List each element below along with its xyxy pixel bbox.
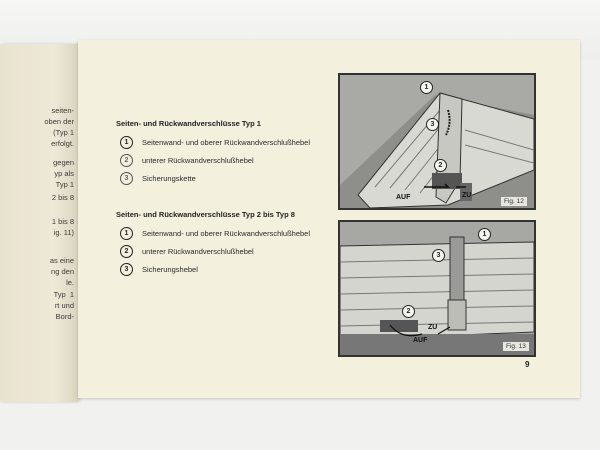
left-line: le. bbox=[66, 278, 74, 287]
legend-label: Seitenwand- und oberer Rückwandverschluß… bbox=[142, 138, 311, 147]
figure-13: 1 3 2 AUF ZU Fig. 13 bbox=[338, 220, 536, 357]
legend-item: 2 unterer Rückwandverschlußhebel bbox=[120, 154, 254, 167]
figure-caption: Fig. 12 bbox=[501, 197, 527, 206]
legend-item: 3 Sicherungskette bbox=[120, 172, 196, 185]
callout-2: 2 bbox=[434, 159, 447, 172]
figure-12: 1 3 2 AUF ZU Fig. 12 bbox=[338, 73, 536, 210]
legend-item: 3 Sicherungshebel bbox=[120, 263, 198, 276]
section2-heading: Seiten- und Rückwandverschlüsse Typ 2 bi… bbox=[116, 210, 295, 219]
page-number: 9 bbox=[525, 360, 530, 369]
zu-label: ZU bbox=[428, 324, 438, 331]
left-line: gegen bbox=[53, 158, 74, 167]
left-line: yp als bbox=[54, 169, 74, 178]
legend-label: unterer Rückwandverschlußhebel bbox=[142, 247, 254, 256]
left-line: rt und bbox=[54, 301, 74, 310]
right-page: Seiten- und Rückwandverschlüsse Typ 1 1 … bbox=[78, 40, 580, 398]
section1-heading: Seiten- und Rückwandverschlüsse Typ 1 bbox=[116, 119, 261, 128]
legend-label: unterer Rückwandverschlußhebel bbox=[142, 156, 254, 165]
number-badge: 3 bbox=[120, 172, 133, 185]
left-line: Typ 1 bbox=[55, 180, 74, 189]
left-line: 1 bis 8 bbox=[51, 217, 74, 226]
truck-bed-illustration bbox=[340, 75, 534, 208]
left-line: ng den bbox=[51, 267, 74, 276]
legend-item: 2 unterer Rückwandverschlußhebel bbox=[120, 245, 254, 258]
callout-2: 2 bbox=[402, 305, 415, 318]
left-line: oben der bbox=[44, 117, 74, 126]
legend-label: Seitenwand- und oberer Rückwandverschluß… bbox=[142, 229, 311, 238]
legend-label: Sicherungskette bbox=[142, 174, 196, 183]
left-line: seiten- bbox=[51, 106, 74, 115]
callout-3: 3 bbox=[432, 249, 445, 262]
left-line: (Typ 1 bbox=[53, 128, 74, 137]
number-badge: 2 bbox=[120, 245, 133, 258]
left-line: ig. 11) bbox=[53, 228, 74, 237]
truck-bed-illustration bbox=[340, 222, 534, 355]
left-line: as eine bbox=[49, 256, 74, 265]
callout-1: 1 bbox=[420, 81, 433, 94]
legend-item: 1 Seitenwand- und oberer Rückwandverschl… bbox=[120, 227, 310, 240]
legend-item: 1 Seitenwand- und oberer Rückwandverschl… bbox=[120, 136, 310, 149]
auf-label: AUF bbox=[396, 194, 411, 201]
left-line: Bord- bbox=[55, 312, 74, 321]
left-line: 2 bis 8 bbox=[51, 193, 74, 202]
number-badge: 3 bbox=[120, 263, 133, 276]
figure-caption: Fig. 13 bbox=[503, 342, 529, 351]
number-badge: 1 bbox=[120, 136, 133, 149]
left-line: erfolgt. bbox=[51, 139, 74, 148]
zu-label: ZU bbox=[462, 192, 472, 199]
callout-3: 3 bbox=[426, 118, 439, 131]
auf-label: AUF bbox=[413, 337, 428, 344]
legend-label: Sicherungshebel bbox=[142, 265, 198, 274]
callout-1: 1 bbox=[478, 228, 491, 241]
left-line: Typ 1 bbox=[53, 290, 74, 299]
left-page: seiten- oben der (Typ 1 erfolgt. gegen y… bbox=[0, 44, 78, 402]
number-badge: 1 bbox=[120, 227, 133, 240]
number-badge: 2 bbox=[120, 154, 133, 167]
